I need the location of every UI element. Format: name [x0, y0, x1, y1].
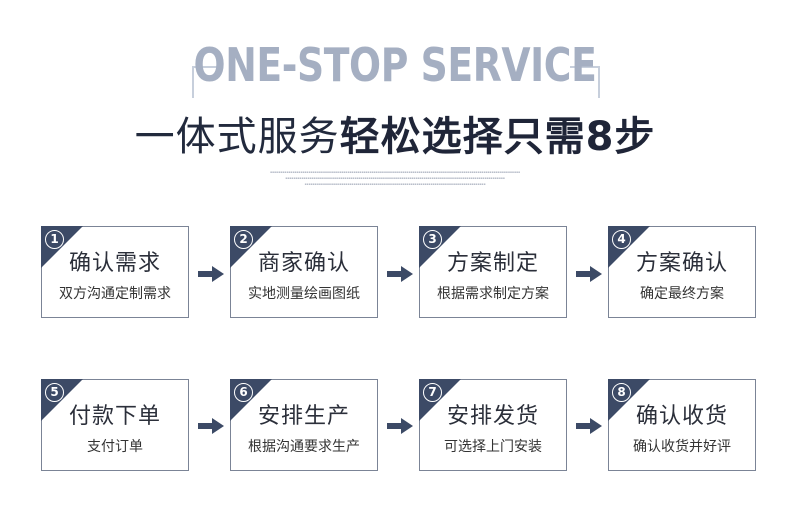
step-card-1: 1 确认需求 双方沟通定制需求: [41, 226, 189, 318]
step-card-2: 2 商家确认 实地测量绘画图纸: [230, 226, 378, 318]
step-number-1: 1: [45, 230, 64, 249]
step-title: 方案确认: [635, 251, 728, 276]
hero-header: ONE-STOP SERVICE 一体式服务轻松选择只需8步 ▪▪▪▪▪▪▪▪▪…: [0, 0, 790, 200]
step-number-4: 4: [612, 230, 631, 249]
step-description: 支付订单: [87, 439, 143, 455]
step-title: 付款下单: [68, 404, 161, 429]
step-number-2: 2: [234, 230, 253, 249]
step-description: 根据需求制定方案: [437, 286, 549, 302]
step-description: 双方沟通定制需求: [59, 286, 171, 302]
step-number-7: 7: [423, 383, 442, 402]
step-title: 确认需求: [68, 251, 161, 276]
step-number-8: 8: [612, 383, 631, 402]
step-title: 商家确认: [257, 251, 350, 276]
title-frame-left-corner: [192, 66, 222, 98]
step-card-8: 8 确认收货 确认收货并好评: [608, 379, 756, 471]
english-title: ONE-STOP SERVICE: [193, 38, 597, 92]
arrow-right-icon: [387, 418, 413, 434]
chinese-title: 一体式服务轻松选择只需8步: [0, 104, 790, 162]
step-description: 根据沟通要求生产: [248, 439, 360, 455]
fine-print-decoration: ▪▪▪▪▪▪▪▪▪▪▪▪▪▪▪▪▪▪▪▪▪▪▪▪▪▪▪▪▪▪▪▪▪▪▪▪▪▪▪▪…: [285, 176, 505, 180]
chinese-title-bold: 轻松选择只需8步: [339, 114, 656, 160]
step-title: 方案制定: [446, 251, 539, 276]
arrow-right-icon: [387, 266, 413, 282]
step-number-5: 5: [45, 383, 64, 402]
step-card-6: 6 安排生产 根据沟通要求生产: [230, 379, 378, 471]
arrow-right-icon: [198, 418, 224, 434]
arrow-right-icon: [576, 266, 602, 282]
step-title: 确认收货: [635, 404, 728, 429]
arrow-right-icon: [576, 418, 602, 434]
chinese-title-light: 一体式服务: [134, 114, 340, 160]
step-card-4: 4 方案确认 确定最终方案: [608, 226, 756, 318]
fine-print-decoration: ▪▪▪▪▪▪▪▪▪▪▪▪▪▪▪▪▪▪▪▪▪▪▪▪▪▪▪▪▪▪▪▪▪▪▪▪▪▪▪▪…: [269, 170, 521, 174]
title-frame-right-corner: [570, 66, 600, 98]
step-number-3: 3: [423, 230, 442, 249]
step-description: 确认收货并好评: [633, 439, 731, 455]
step-number-6: 6: [234, 383, 253, 402]
step-title: 安排发货: [446, 404, 539, 429]
step-description: 确定最终方案: [640, 286, 724, 302]
arrow-right-icon: [198, 266, 224, 282]
step-card-3: 3 方案制定 根据需求制定方案: [419, 226, 567, 318]
step-card-7: 7 安排发货 可选择上门安装: [419, 379, 567, 471]
fine-print-decoration: ▪▪▪▪▪▪▪▪▪▪▪▪▪▪▪▪▪▪▪▪▪▪▪▪▪▪▪▪▪▪▪▪▪▪▪▪▪▪▪▪…: [304, 182, 486, 186]
step-title: 安排生产: [257, 404, 350, 429]
step-description: 可选择上门安装: [444, 439, 542, 455]
step-description: 实地测量绘画图纸: [248, 286, 360, 302]
step-card-5: 5 付款下单 支付订单: [41, 379, 189, 471]
